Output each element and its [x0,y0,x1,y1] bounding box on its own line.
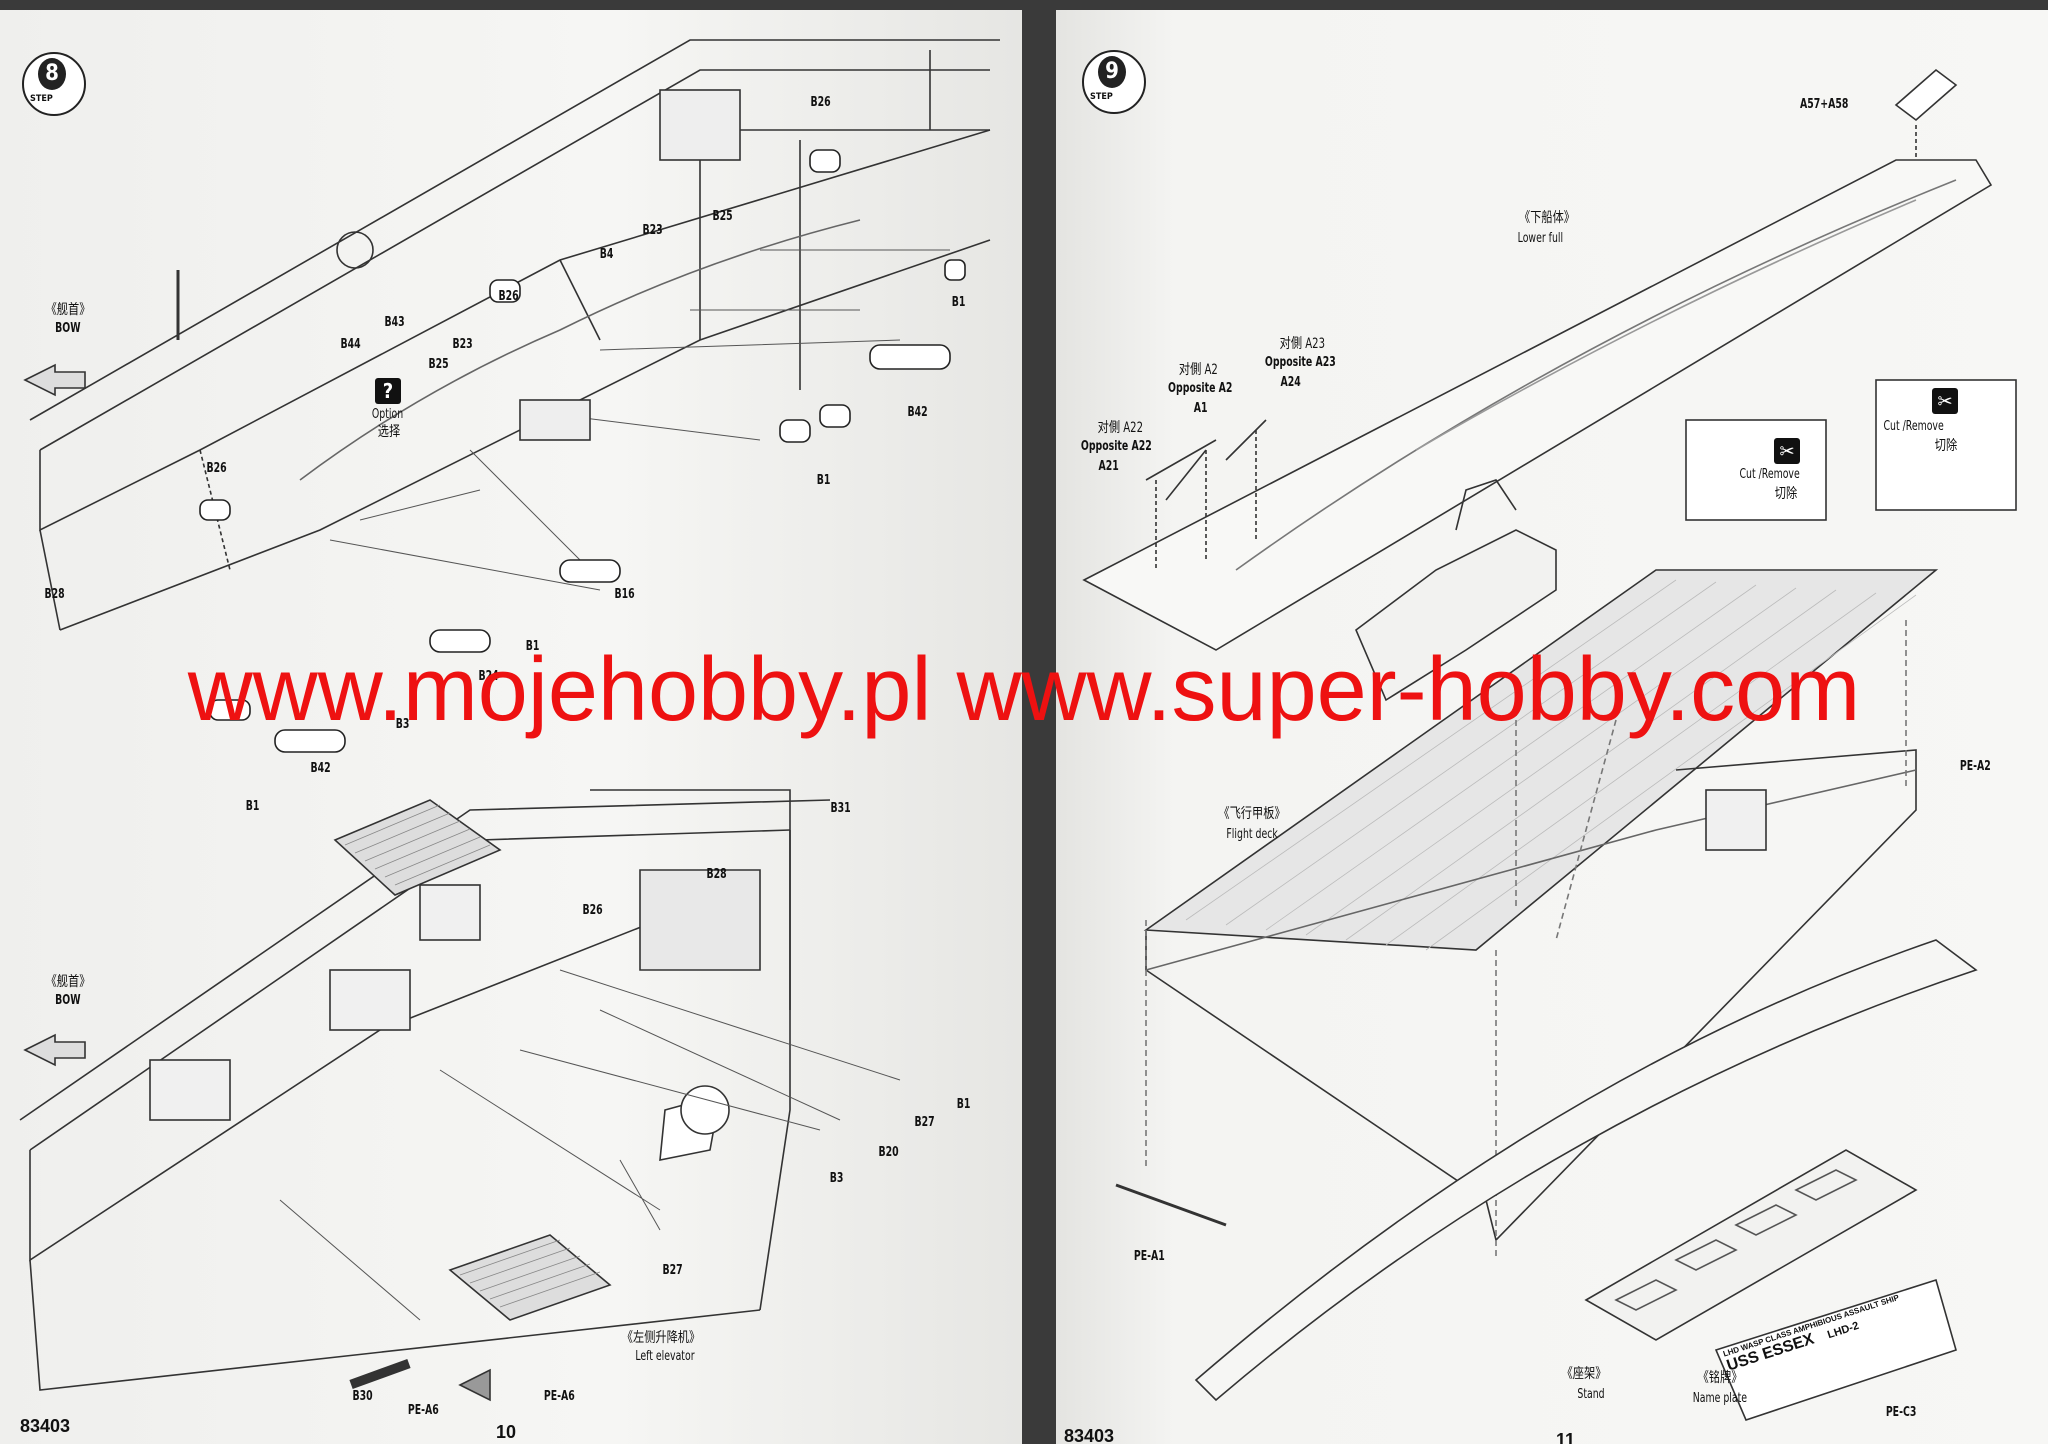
stand-label: Stand [1577,1387,1605,1402]
cut-remove-label: Cut /Remove [1739,467,1800,482]
part-label: B3 [829,1171,844,1186]
part-label: B26 [206,461,227,476]
page-number: 10 [496,1422,517,1442]
part-label: B1 [245,799,260,814]
part-label: B28 [706,867,727,882]
cut-remove-icon: ✂ [1932,388,1958,414]
part-label: B3 [395,717,410,732]
part-label: B1 [956,1097,971,1112]
part-label: B31 [830,801,851,816]
part-label: A57+A58 [1800,97,1849,112]
part-label: B23 [452,337,473,352]
right-instruction-page: 9 STEP A57+A58 《下船体》 Lower full 对側 A23 O… [1056,10,2048,1444]
part-label: Opposite A2 [1168,381,1233,396]
part-label: B28 [44,587,65,602]
part-label: Opposite A23 [1264,355,1336,370]
stand-label-cn: 《座架》 [1561,1366,1607,1382]
part-label: PE-A1 [1133,1249,1165,1264]
part-label: B27 [662,1263,683,1278]
cut-remove-label-cn: 切除 [1774,486,1798,502]
step-number: 8 [38,58,66,90]
lower-hull-label: Lower full [1517,231,1564,246]
watermark-text: www.mojehobby.pl www.super-hobby.com [187,640,1861,740]
left-instruction-page: 8 STEP 《舰首》 BOW 《舰首》 BOW B26 B25 B23 B4 … [0,10,1022,1444]
part-label: B1 [951,295,966,310]
step-label: STEP [30,94,53,104]
catalog-number: 83403 [1064,1426,1115,1444]
part-label: PE-A6 [543,1389,575,1404]
part-label: A24 [1280,375,1301,390]
part-label: 对側 A22 [1097,420,1143,436]
part-label: PE-A6 [407,1403,439,1418]
cut-remove-icon: ✂ [1774,438,1800,464]
bow-label-2: BOW [55,993,81,1008]
step-number: 9 [1098,56,1126,88]
part-label: B30 [352,1389,373,1404]
part-label: B25 [712,209,733,224]
option-question-icon: ? [375,378,401,404]
step-label: STEP [1090,92,1113,102]
left-elevator-label: Left elevator [635,1349,695,1364]
part-label: B44 [340,337,361,352]
flight-deck-label-cn: 《飞行甲板》 [1218,806,1286,822]
lower-hull-label-cn: 《下船体》 [1519,210,1575,226]
name-plate-label-cn: 《铭牌》 [1697,1370,1743,1386]
cut-remove-label-cn: 切除 [1934,438,1958,454]
part-label: PE-C3 [1885,1405,1917,1420]
name-plate-label: Name plate [1692,1391,1748,1406]
part-label: B27 [914,1115,935,1130]
part-label: B20 [878,1145,899,1160]
part-label: B26 [582,903,603,918]
bow-label: BOW [55,321,81,336]
bow-label-cn: 《舰首》 [45,302,91,318]
option-label-cn: 选择 [377,424,401,440]
part-label: A21 [1098,459,1119,474]
left-page-line-art [19,39,1000,1402]
part-label: B26 [810,95,831,110]
part-label: 对側 A23 [1279,336,1325,352]
part-label: B26 [498,289,519,304]
part-label: B4 [599,247,614,262]
part-label: B23 [642,223,663,238]
part-label: B42 [310,761,331,776]
part-label: 对側 A2 [1178,362,1218,378]
part-label: B1 [816,473,831,488]
part-label: B16 [614,587,635,602]
step-9-badge: 9 STEP [1082,50,1146,114]
part-label: B1 [525,639,540,654]
cut-remove-label: Cut /Remove [1883,419,1944,434]
part-label: B43 [384,315,405,330]
step-8-badge: 8 STEP [22,52,86,116]
part-label: A1 [1193,401,1208,416]
part-label: PE-A2 [1959,759,1991,774]
part-label: B42 [907,405,928,420]
part-label: B24 [478,669,499,684]
bow-label-cn-2: 《舰首》 [45,974,91,990]
flight-deck-label: Flight deck [1226,827,1278,842]
catalog-number: 83403 [20,1416,71,1436]
page-number: 11 [1556,1430,1576,1444]
option-label: Option [371,407,404,422]
left-elevator-label-cn: 《左侧升降机》 [621,1330,701,1346]
part-label: B25 [428,357,449,372]
part-label: Opposite A22 [1080,439,1152,454]
